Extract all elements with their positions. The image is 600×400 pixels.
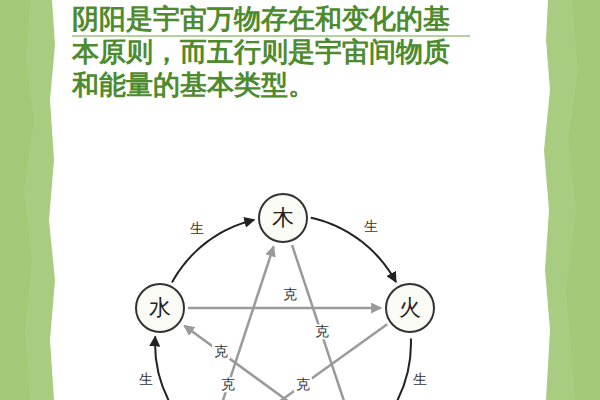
edge-label: 生	[362, 220, 380, 235]
control-line	[205, 324, 387, 400]
relation-label: 克	[212, 344, 230, 359]
green-texture	[566, 0, 600, 400]
element-name: 水	[149, 296, 171, 320]
relation-label: 克	[294, 377, 312, 392]
paper-sheet	[49, 0, 550, 400]
relation-label: 克	[313, 324, 331, 339]
green-texture	[0, 0, 34, 400]
heading-text: 阴阳是宇宙万物存在和变化的基本原则，而五行则是宇宙间物质和能量的基本类型。	[72, 2, 472, 101]
edge-label: 生	[188, 221, 206, 236]
element-name: 火	[399, 296, 421, 320]
element-circle: 火	[385, 283, 435, 333]
element-circle: 水	[135, 283, 185, 333]
generate-arrow	[172, 220, 254, 283]
control-line	[205, 247, 274, 400]
generate-arrow	[311, 218, 396, 282]
relation-label: 克	[219, 377, 237, 392]
generate-arc	[155, 337, 219, 400]
relation-label: 生	[137, 372, 155, 387]
control-line	[292, 245, 362, 400]
relation-label: 生	[411, 372, 429, 387]
element-circle: 木	[258, 193, 308, 243]
element-name: 木	[272, 206, 294, 230]
edge-label: 克	[281, 287, 299, 302]
control-arrow	[188, 307, 381, 310]
